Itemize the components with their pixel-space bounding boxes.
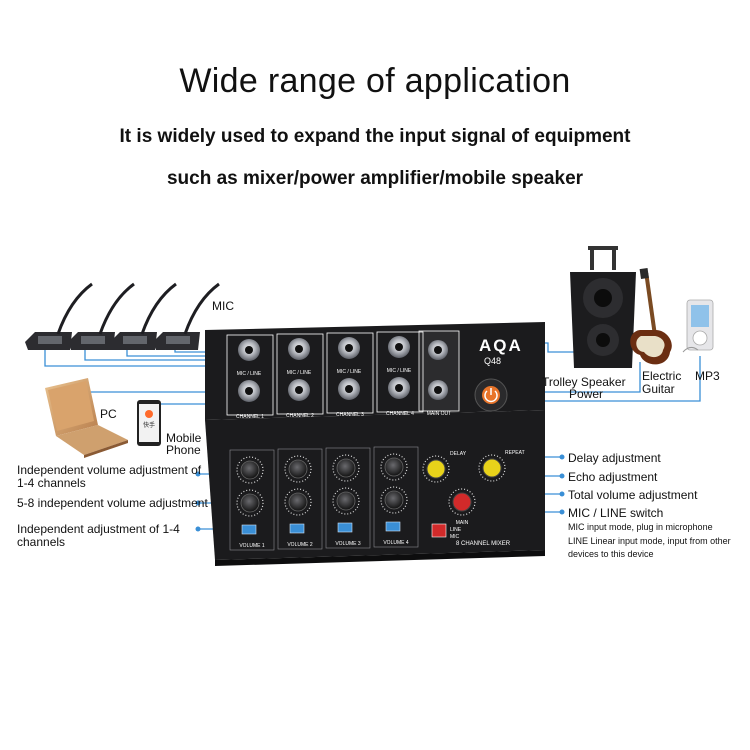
mobile-label-2: Phone <box>166 443 201 457</box>
callout-line-mode-1: LINE Linear input mode, input from other <box>568 536 731 546</box>
channel-label-2: CHANNEL 2 <box>286 413 314 419</box>
mixer-name: 8 CHANNEL MIXER <box>456 541 511 547</box>
subtitle-line-1: It is widely used to expand the input si… <box>119 126 631 147</box>
mp3-player-icon <box>682 299 714 353</box>
callout-volume-1-4-line2: 1-4 channels <box>17 476 86 490</box>
channel-label-1: CHANNEL 1 <box>236 414 264 420</box>
laptop-icon <box>45 378 128 458</box>
mixer-front-panel <box>205 410 545 566</box>
trolley-speaker-label-2: Power <box>569 387 604 401</box>
guitar-label-1: Electric <box>642 369 682 383</box>
mobile-label-1: Mobile <box>166 431 202 445</box>
electric-guitar-icon <box>630 268 672 365</box>
page-title: Wide range of application <box>179 62 571 100</box>
callout-line-mode-2: devices to this device <box>568 549 654 559</box>
mixer-model: Q48 <box>484 356 501 366</box>
volume-label-3: VOLUME 3 <box>335 541 361 547</box>
conference-microphones <box>25 282 220 350</box>
callout-delay: Delay adjustment <box>568 451 661 465</box>
jack-label-4: MIC / LINE <box>387 368 412 374</box>
trolley-speaker-icon <box>570 246 636 368</box>
callout-adjust-1-4-line2: channels <box>17 535 66 549</box>
callout-volume-1-4-line1: Independent volume adjustment of <box>17 463 202 477</box>
volume-label-1: VOLUME 1 <box>239 543 265 549</box>
callout-mic-mode: MIC input mode, plug in microphone <box>568 522 713 532</box>
guitar-label-2: Guitar <box>642 382 675 396</box>
trolley-speaker-label-1: Trolley Speaker <box>542 375 626 389</box>
callout-echo: Echo adjustment <box>568 470 658 484</box>
jack-label-2: MIC / LINE <box>287 370 312 376</box>
mixer-main-label: MAIN <box>456 520 469 526</box>
channel-label-4: CHANNEL 4 <box>386 411 414 417</box>
channel-label-3: CHANNEL 3 <box>336 412 364 418</box>
callout-adjust-1-4-line1: Independent adjustment of 1-4 <box>17 522 180 536</box>
main-out-label: MAIN OUT <box>427 411 451 417</box>
volume-label-4: VOLUME 4 <box>383 540 409 546</box>
callout-total-volume: Total volume adjustment <box>568 488 698 502</box>
jack-label-1: MIC / LINE <box>237 371 262 377</box>
mixer-rear-panel <box>205 322 545 420</box>
mobile-phone-icon <box>137 400 161 446</box>
callout-volume-5-8: 5-8 independent volume adjustment <box>17 496 208 510</box>
jack-label-3: MIC / LINE <box>337 369 362 375</box>
subtitle-line-2: such as mixer/power amplifier/mobile spe… <box>166 168 584 189</box>
mixer-repeat-label: REPEAT <box>505 450 525 456</box>
mixer-line-label: LINE <box>450 527 462 533</box>
mixer-delay-label: DELAY <box>450 451 467 457</box>
mp3-label: MP3 <box>695 369 720 383</box>
phone-app-label: 快手 <box>143 421 155 429</box>
mixer-mic-label: MIC <box>450 534 460 540</box>
callout-mic-line-switch: MIC / LINE switch <box>568 506 664 520</box>
volume-label-2: VOLUME 2 <box>287 542 313 548</box>
mic-label: MIC <box>212 299 234 313</box>
mixer-brand: AQA <box>479 336 523 355</box>
pc-label: PC <box>100 407 117 421</box>
